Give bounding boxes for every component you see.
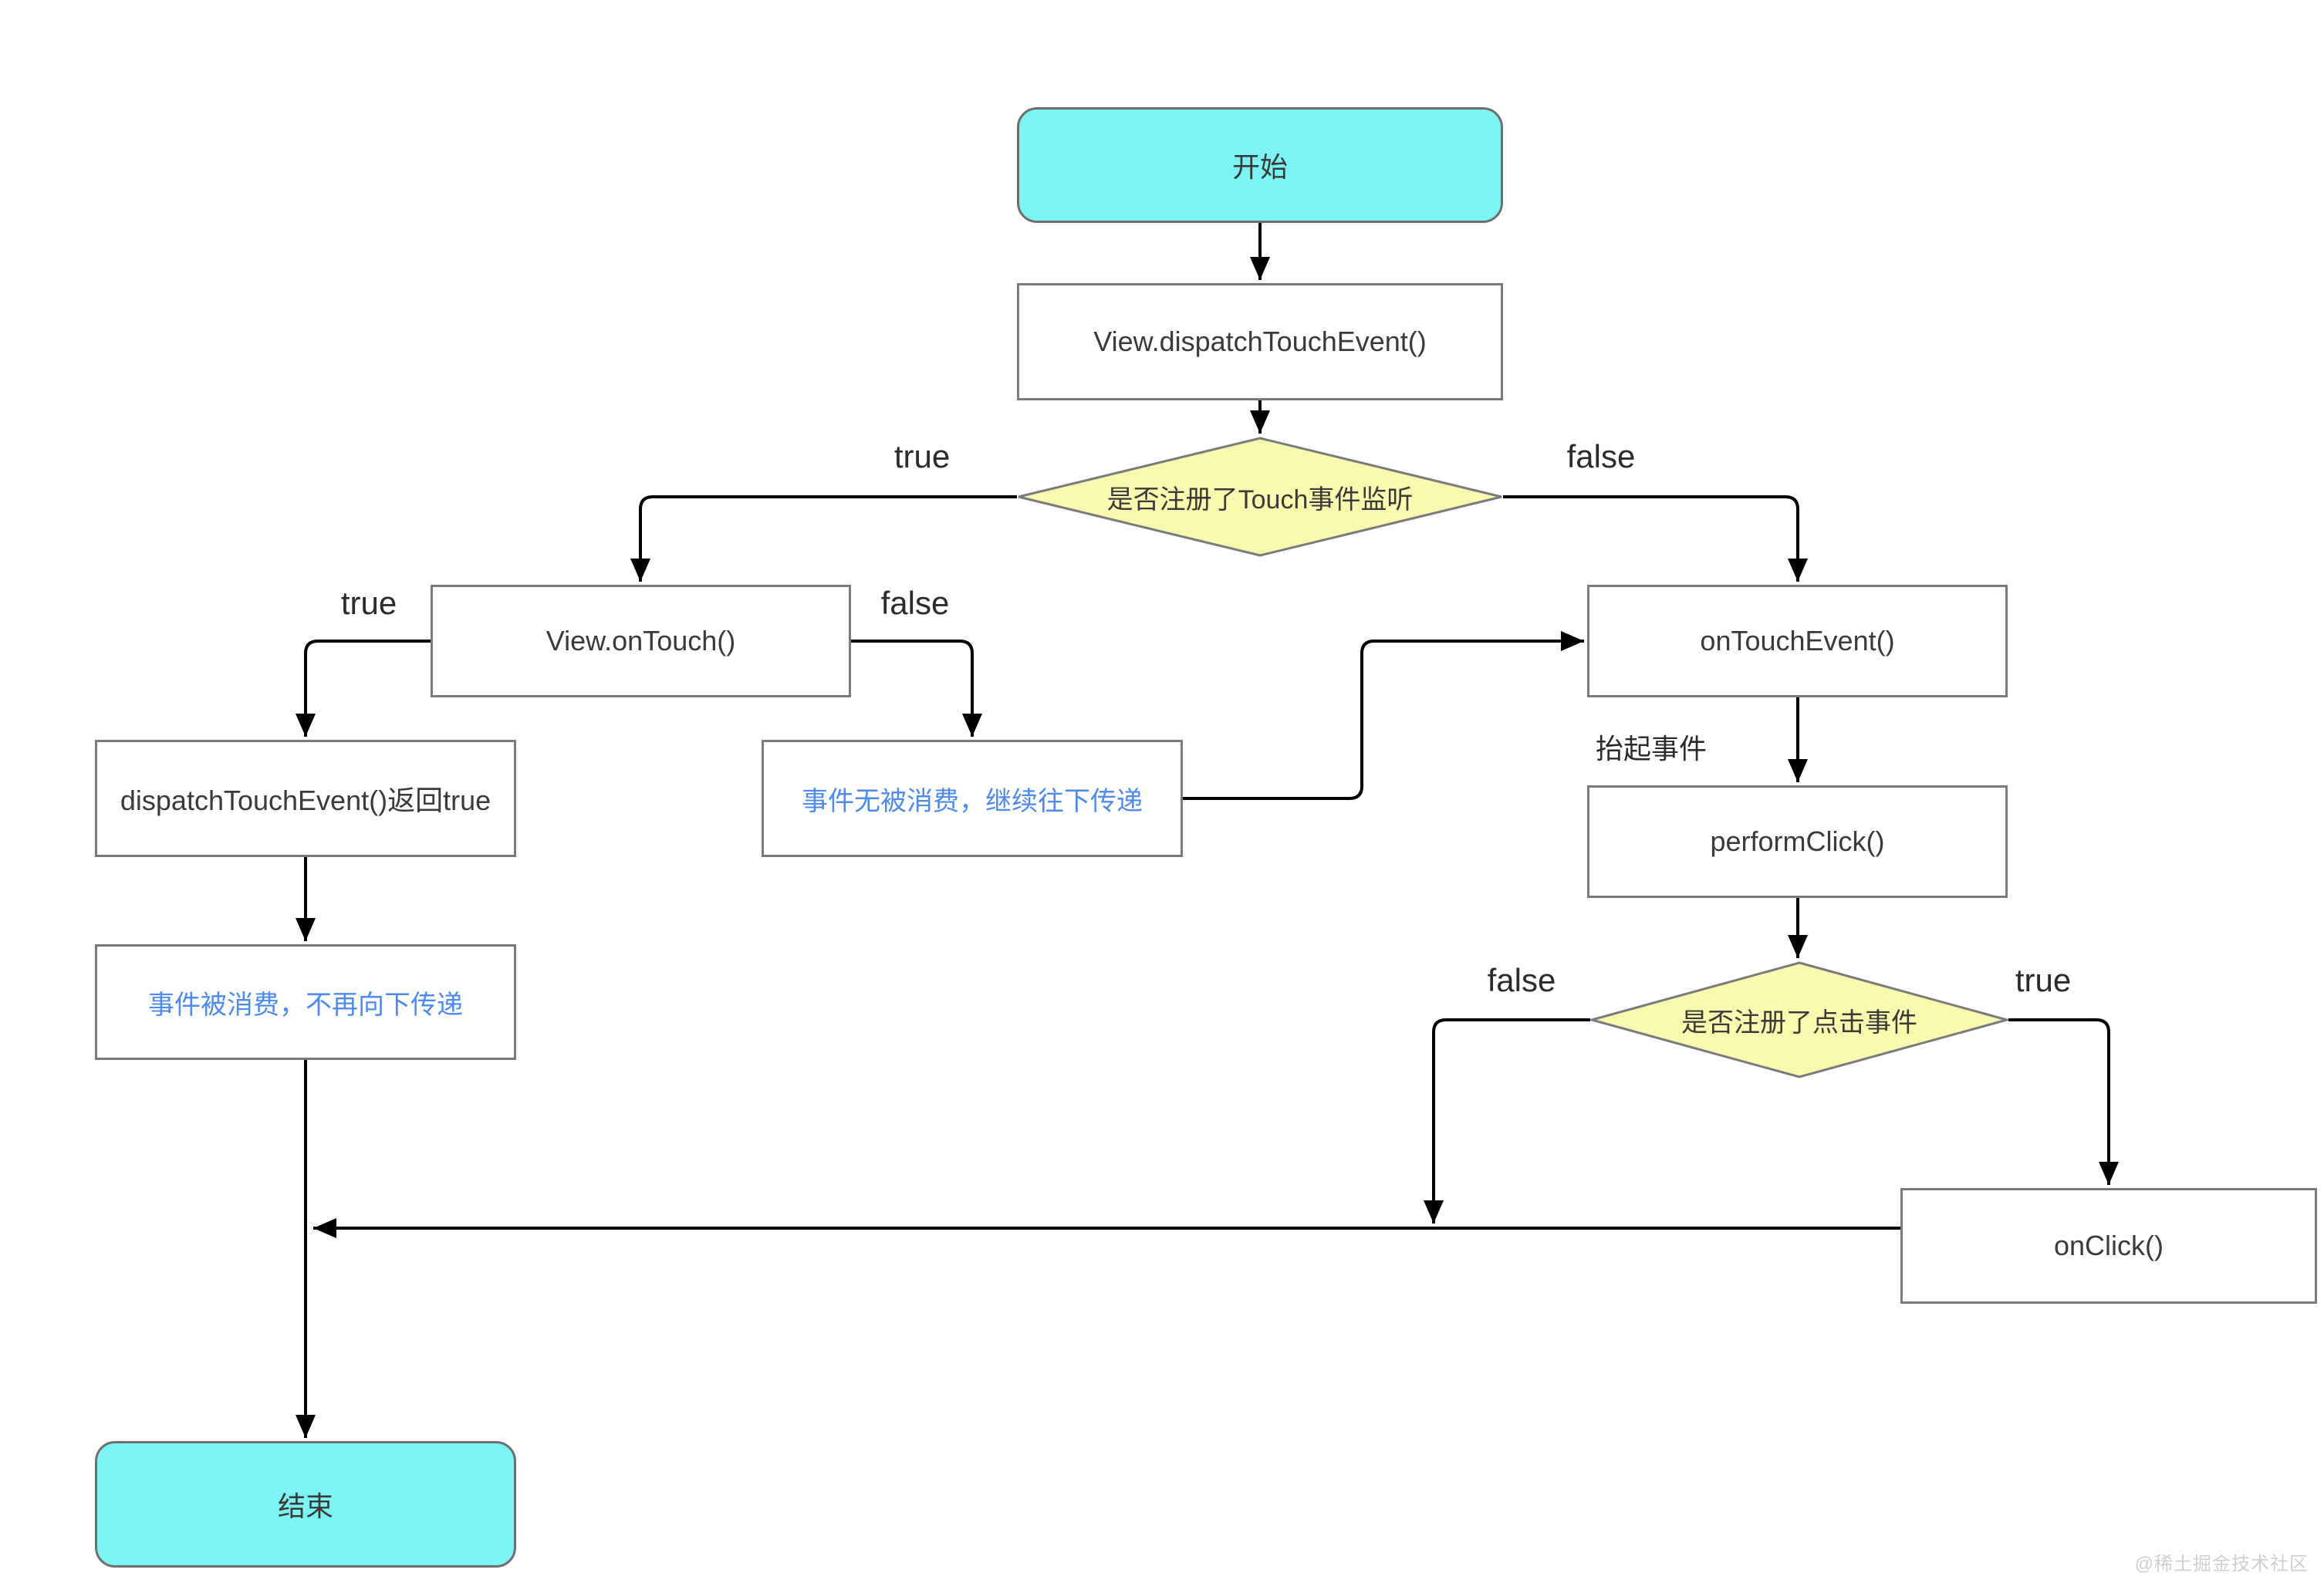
edge-decision2-true-to-onclick	[2008, 1018, 2119, 1185]
node-dispatch-return-true: dispatchTouchEvent()返回true	[95, 740, 516, 857]
edge-decision-true-to-ontouch	[630, 495, 1017, 582]
node-perform-click-label: performClick()	[1710, 825, 1885, 857]
edge-decision2-false-down	[1424, 1018, 1590, 1224]
node-click-listener-decision-label: 是否注册了点击事件	[1681, 1008, 1917, 1038]
node-view-on-touch-label: View.onTouch()	[546, 625, 736, 656]
edge-label-touch-false: false	[1566, 438, 1636, 474]
node-on-touch-event-label: onTouchEvent()	[1700, 625, 1895, 656]
node-event-not-consumed: 事件无被消费，继续往下传递	[762, 740, 1183, 857]
edge-ontouch-true-to-dispatchreturn	[296, 640, 431, 737]
edge-label-lift-event: 抬起事件	[1595, 733, 1708, 764]
edge-label-ontouch-true: true	[340, 585, 397, 621]
node-end: 结束	[95, 1441, 516, 1568]
edge-decision-false-to-ontouchevent	[1503, 495, 1808, 582]
node-on-touch-event: onTouchEvent()	[1587, 585, 2008, 697]
edge-label-ontouch-false: false	[880, 585, 950, 621]
node-dispatch-touch-event: View.dispatchTouchEvent()	[1017, 283, 1503, 400]
node-click-listener-decision: 是否注册了点击事件	[1590, 961, 2008, 1078]
watermark: @稀土掘金技术社区	[2134, 1554, 2309, 1575]
node-perform-click: performClick()	[1587, 785, 2008, 898]
node-start: 开始	[1017, 107, 1503, 223]
node-view-on-touch: View.onTouch()	[431, 585, 851, 697]
node-event-not-consumed-label: 事件无被消费，继续往下传递	[802, 786, 1143, 816]
node-event-consumed: 事件被消费，不再向下传递	[95, 944, 516, 1060]
edge-label-click-false: false	[1487, 962, 1556, 998]
node-event-consumed-label: 事件被消费，不再向下传递	[148, 990, 463, 1020]
node-touch-listener-decision: 是否注册了Touch事件监听	[1017, 437, 1503, 557]
node-end-label: 结束	[277, 1490, 333, 1522]
decision-diamond-shape	[1590, 961, 2008, 1078]
node-touch-listener-decision-label: 是否注册了Touch事件监听	[1106, 484, 1414, 515]
node-on-click: onClick()	[1900, 1188, 2317, 1304]
node-start-label: 开始	[1231, 151, 1288, 183]
node-on-click-label: onClick()	[2053, 1230, 2164, 1261]
node-dispatch-touch-event-label: View.dispatchTouchEvent()	[1093, 326, 1427, 357]
edge-ontouch-false-to-notconsumed	[851, 640, 982, 737]
node-dispatch-return-true-label: dispatchTouchEvent()返回true	[120, 785, 491, 816]
decision-diamond-shape	[1018, 437, 1502, 557]
edge-label-touch-true: true	[893, 438, 951, 474]
edge-notconsumed-to-ontouchevent	[1183, 631, 1584, 800]
edge-label-click-true: true	[2015, 962, 2072, 998]
